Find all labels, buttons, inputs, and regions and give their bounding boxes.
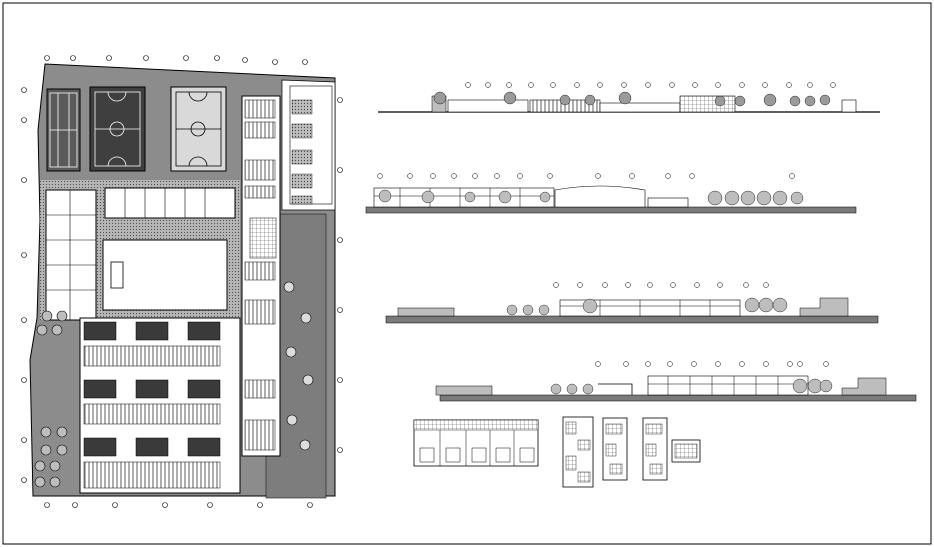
detail-plan-4	[642, 417, 668, 481]
courtyard	[102, 239, 228, 311]
trees-left	[34, 310, 68, 488]
elevation-3	[385, 282, 879, 324]
detail-plan-5	[671, 439, 701, 463]
site-plan	[21, 55, 343, 508]
detail-plan-2	[562, 416, 594, 488]
elevation-4	[435, 361, 917, 402]
grid-bubbles	[21, 55, 343, 508]
detail-plan-3	[602, 417, 628, 481]
elevation-1	[378, 82, 880, 113]
trees-street	[283, 281, 314, 451]
detail-plan-1	[413, 419, 539, 467]
classroom-grid	[79, 317, 241, 494]
elevation-2	[365, 173, 857, 214]
